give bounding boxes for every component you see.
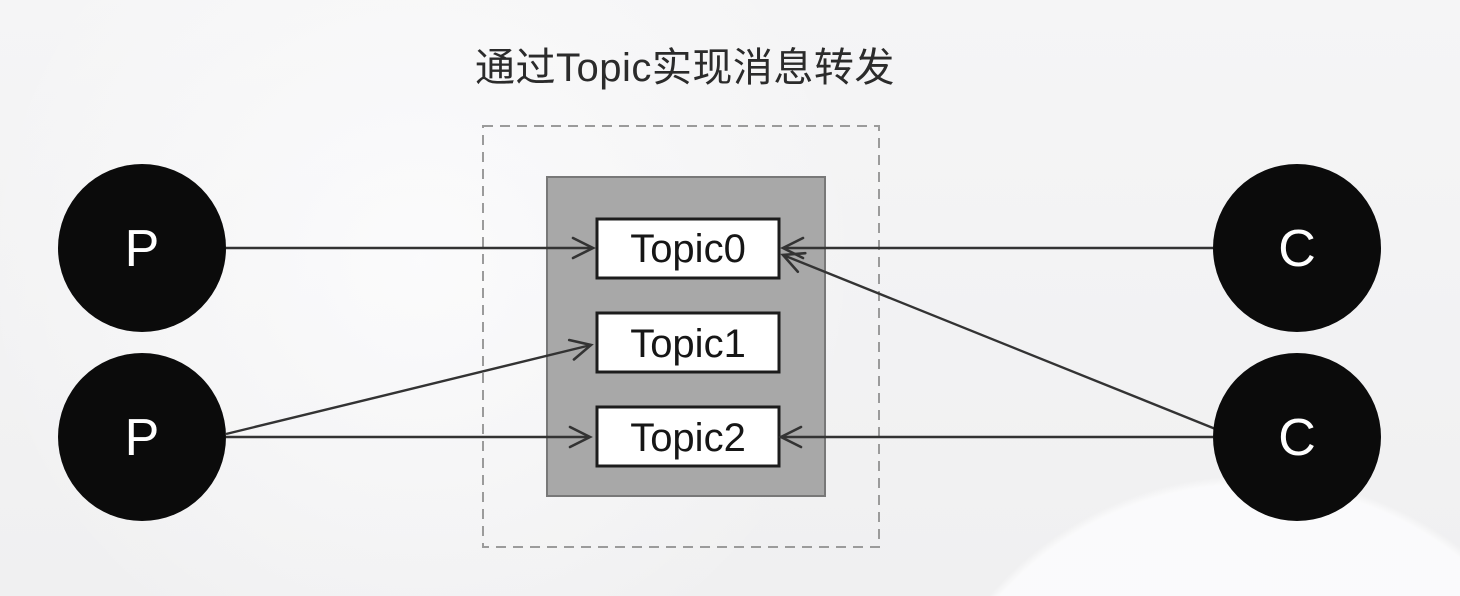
diagram-title: 通过Topic实现消息转发: [475, 46, 895, 90]
producer1-label: P: [125, 220, 160, 278]
consumer-node-1: [1213, 164, 1381, 332]
topic2-box: [595, 405, 781, 468]
topic1-label: Topic1: [630, 322, 746, 366]
topic1-box: [595, 311, 781, 374]
consumer1-label: C: [1278, 220, 1316, 278]
producer-node-2: [58, 353, 226, 521]
consumer2-label: C: [1278, 409, 1316, 467]
consumer-node-2: [1213, 353, 1381, 521]
topic2-label: Topic2: [630, 416, 746, 460]
producer2-label: P: [125, 409, 160, 467]
topic0-label: Topic0: [630, 227, 746, 271]
topic0-box: [595, 217, 781, 280]
producer-node-1: [58, 164, 226, 332]
arrow-c2-to-topic0: [780, 251, 1219, 432]
arrow-p2-to-topic1: [225, 338, 594, 436]
